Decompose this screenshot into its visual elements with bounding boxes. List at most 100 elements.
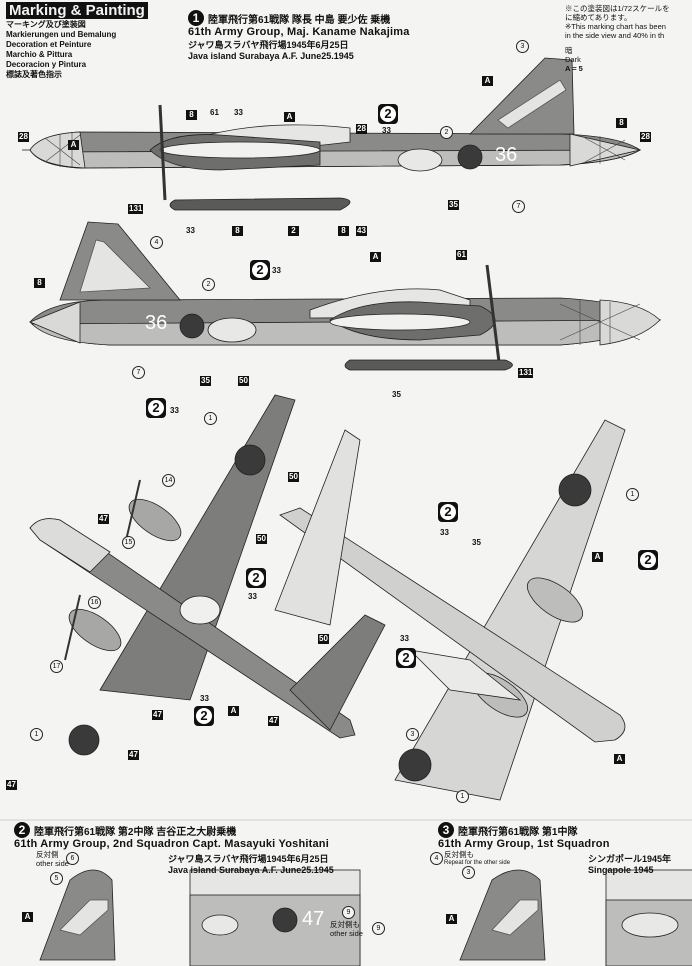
scheme1-title-jp: 陸軍飛行第61戦隊 隊長 中島 要少佐 乗機	[208, 14, 391, 26]
scheme2-title-en: 61th Army Group, 2nd Squadron Capt. Masa…	[14, 838, 329, 850]
decal-2-icon: 2	[146, 398, 166, 418]
callout-9: 9	[342, 906, 355, 919]
callout-15: 15	[122, 536, 135, 549]
scale-note: ※この塗装図は1/72スケールを に縮めてあります。 ※This marking…	[565, 4, 692, 73]
scheme2-badge: 2	[14, 822, 30, 838]
scheme2-title: 2 陸軍飛行第61戦隊 第2中隊 吉谷正之大尉乗機 61th Army Grou…	[14, 822, 394, 850]
repeat-note-en: other side	[330, 929, 363, 938]
language-label-de: Markierungen und Bemalung	[6, 30, 117, 39]
callout-7: 7	[512, 200, 525, 213]
callout-33: 33	[272, 266, 281, 275]
scheme2-title-jp: 陸軍飛行第61戦隊 第2中隊 吉谷正之大尉乗機	[34, 826, 237, 838]
scheme1-title: 1 陸軍飛行第61戦隊 隊長 中島 要少佐 乗機 61th Army Group…	[188, 10, 448, 61]
callout-6: 6	[66, 852, 79, 865]
callout-5: 5	[50, 872, 63, 885]
callout-47: 47	[152, 710, 163, 720]
scheme1-location-en: Java island Surabaya A.F. June25.1945	[188, 51, 354, 61]
decal-2-icon: 2	[378, 104, 398, 124]
decal-2-icon: 2	[194, 706, 214, 726]
callout-A: A	[614, 754, 625, 764]
callout-2: 2	[440, 126, 453, 139]
scheme3-location-en: Singapole 1945	[588, 865, 654, 875]
callout-33: 33	[382, 126, 391, 135]
scheme2-location: ジャワ島スラバヤ飛行場1945年6月25日 Java island Suraba…	[168, 852, 388, 875]
note-line-2: に縮めてあります。	[565, 13, 632, 22]
decal-2-icon: 2	[396, 648, 416, 668]
side-view-middle	[28, 221, 662, 371]
scheme3-title: 3 陸軍飛行第61戦隊 第1中隊 61th Army Group, 1st Sq…	[438, 822, 692, 850]
callout-131: 131	[128, 204, 144, 214]
scheme3-repeat-note: 反対側も Repeat for the other side	[444, 850, 510, 868]
scheme1-badge: 1	[188, 10, 204, 26]
callout-A: A	[446, 914, 457, 924]
callout-33: 33	[440, 528, 449, 537]
language-label-zh: 標誌及著色指示	[6, 70, 62, 79]
callout-A: A	[482, 76, 493, 86]
callout-47: 47	[128, 750, 139, 760]
callout-14: 14	[162, 474, 175, 487]
scheme3-repeat-jp: 反対側も	[444, 850, 474, 859]
language-label-fr: Decoration et Peinture	[6, 40, 92, 49]
scheme3-repeat-en: Repeat for the other side	[444, 860, 511, 866]
opposite-note-jp: 反対側	[36, 850, 59, 859]
callout-1: 1	[626, 488, 639, 501]
callout-8: 8	[34, 278, 45, 288]
callout-4: 4	[430, 852, 443, 865]
callout-8: 8	[186, 110, 197, 120]
callout-131: 131	[518, 368, 534, 378]
scheme3-location-jp: シンガポール1945年	[588, 854, 672, 864]
callout-43: 43	[356, 226, 367, 236]
callout-8: 8	[616, 118, 627, 128]
callout-A: A	[284, 112, 295, 122]
legend-line-1: 暗	[565, 46, 573, 55]
callout-1: 1	[204, 412, 217, 425]
side-number-top: 36	[495, 144, 518, 166]
side-view-top	[22, 57, 642, 211]
callout-2: 2	[202, 278, 215, 291]
callout-8: 8	[232, 226, 243, 236]
callout-3: 3	[406, 728, 419, 741]
page-title: Marking & Painting	[6, 2, 148, 19]
callout-4: 4	[150, 236, 163, 249]
callout-47: 47	[268, 716, 279, 726]
callout-47: 47	[98, 514, 109, 524]
callout-A: A	[68, 140, 79, 150]
callout-28: 28	[356, 124, 367, 134]
side-number-middle: 36	[145, 312, 168, 334]
scheme3-badge: 3	[438, 822, 454, 838]
scheme3-location: シンガポール1945年 Singapole 1945	[588, 852, 692, 875]
callout-33: 33	[200, 694, 209, 703]
callout-50: 50	[256, 534, 267, 544]
header: Marking & Painting マーキング及び塗装図 Markierung…	[6, 2, 156, 80]
opposite-side-note: 反対側 other side	[36, 850, 69, 868]
callout-3: 3	[516, 40, 529, 53]
callout-50: 50	[288, 472, 299, 482]
language-label-jp: マーキング及び塗装図	[6, 20, 86, 29]
callout-33: 33	[248, 592, 257, 601]
callout-A: A	[592, 552, 603, 562]
callout-3: 3	[462, 866, 475, 879]
callout-33: 33	[170, 406, 179, 415]
callout-35: 35	[448, 200, 459, 210]
legend-line-2: Dark	[565, 55, 581, 64]
callout-A: A	[228, 706, 239, 716]
callout-35: 35	[472, 538, 481, 547]
tail-detail-scheme3	[459, 869, 692, 966]
callout-9: 9	[372, 922, 385, 935]
note-line-1: ※この塗装図は1/72スケールを	[565, 4, 670, 13]
language-label-it: Marchio & Pittura	[6, 50, 73, 59]
callout-50: 50	[238, 376, 249, 386]
scheme2-location-en: Java island Surabaya A.F. June25.1945	[168, 865, 334, 875]
callout-A: A	[22, 912, 33, 922]
decal-2-icon: 2	[250, 260, 270, 280]
decal-2-icon: 2	[246, 568, 266, 588]
legend-line-3: A = 5	[565, 64, 583, 73]
decal-2-icon: 2	[638, 550, 658, 570]
decal-2-icon: 2	[438, 502, 458, 522]
tail-number-47: 47	[302, 908, 325, 930]
top-view-aircraft	[29, 394, 386, 756]
scheme3-title-en: 61th Army Group, 1st Squadron	[438, 838, 610, 850]
scheme1-location-jp: ジャワ島スラバヤ飛行場1945年6月25日	[188, 40, 349, 50]
callout-28: 28	[640, 132, 651, 142]
